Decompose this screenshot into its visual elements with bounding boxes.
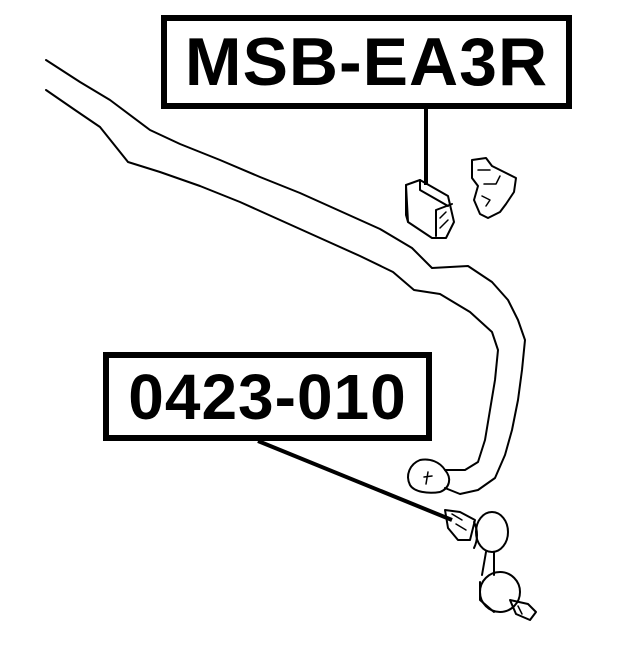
stabilizer-bar-end-mark — [423, 471, 433, 485]
stabilizer-bushing-drawing — [405, 179, 455, 239]
leader-line-link — [257, 439, 453, 522]
stabilizer-bar-end-eye — [407, 458, 451, 494]
part-number-bushing: MSB-EA3R — [184, 24, 549, 100]
part-number-callout-link: 0423-010 — [103, 352, 432, 441]
stabilizer-link-drawing — [444, 509, 537, 621]
stabilizer-bar-upper-edge — [45, 59, 526, 495]
stabilizer-bar-lower-edge — [45, 89, 499, 471]
part-number-callout-bushing: MSB-EA3R — [161, 15, 572, 109]
part-number-link: 0423-010 — [128, 360, 407, 433]
bushing-bracket-drawing — [471, 157, 517, 219]
